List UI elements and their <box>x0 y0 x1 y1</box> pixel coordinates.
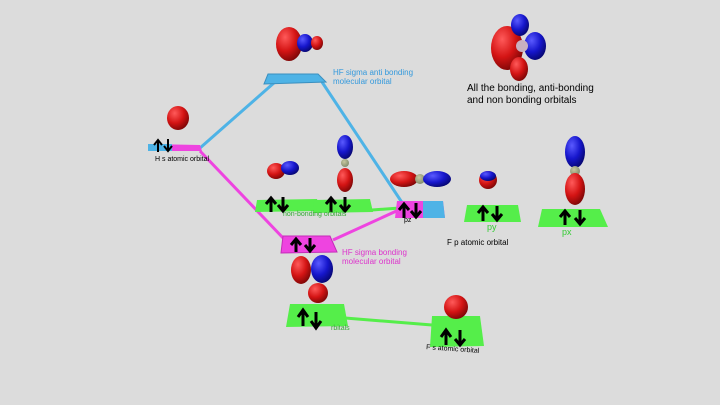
h-s-label: H s atomic orbital <box>155 156 210 163</box>
f-s-level <box>430 295 484 348</box>
hs-to-bond-line <box>198 149 287 242</box>
bonding-label-line-2: molecular orbital <box>342 257 401 267</box>
bottom-left-label: rbitals <box>331 325 350 332</box>
nb-a-down-arrow <box>276 197 290 214</box>
antibonding-small-red-lobe <box>311 36 323 50</box>
antibonding-label-line-2: molecular orbital <box>333 77 392 87</box>
nb-b-up-arrow <box>324 195 338 212</box>
py-level <box>464 171 521 223</box>
h-s-level <box>148 106 202 153</box>
antibonding-red-lobe <box>276 27 302 61</box>
py-label: py <box>487 222 497 232</box>
bonding-label-line-1: HF sigma bonding <box>342 248 407 257</box>
px-level <box>538 136 608 227</box>
h-s-lobe <box>167 106 189 130</box>
title-line-2: and non bonding orbitals <box>467 94 577 106</box>
bonding-label: HF sigma bonding molecular orbital <box>342 248 407 266</box>
nonbond-connector-line <box>371 206 401 212</box>
title-label: All the bonding, anti-bonding and non bo… <box>467 83 594 106</box>
connector-lines <box>198 80 433 327</box>
antibonding-label: HF sigma anti bonding molecular orbital <box>333 68 413 86</box>
antibond-to-pz-line <box>320 81 405 205</box>
pz-level <box>390 171 451 220</box>
fs-connector-line <box>344 316 433 327</box>
nonbonding-label: non-bonding orbitals <box>283 211 347 218</box>
pz-label: pz <box>404 217 412 224</box>
px-label: px <box>562 227 572 237</box>
nb-b-down-arrow <box>338 197 352 214</box>
bottom-left-level <box>286 304 348 331</box>
h-up-arrow <box>153 138 163 152</box>
bond-to-pz-line <box>332 206 404 242</box>
bonding-level <box>280 235 338 303</box>
f-p-label: F p atomic orbital <box>447 238 509 247</box>
title-line-1: All the bonding, anti-bonding <box>467 83 594 94</box>
antibond-to-hs-line <box>199 80 276 150</box>
overview-orbitals <box>491 14 546 81</box>
h-down-arrow <box>163 139 173 153</box>
nonbonding-level-a <box>255 161 320 214</box>
nb-a-up-arrow <box>264 195 278 212</box>
antibonding-label-line-1: HF sigma anti bonding <box>333 68 414 77</box>
antibonding-blue-lobe <box>297 34 313 52</box>
antibonding-level <box>263 27 328 85</box>
nonbonding-level-b <box>313 135 373 214</box>
